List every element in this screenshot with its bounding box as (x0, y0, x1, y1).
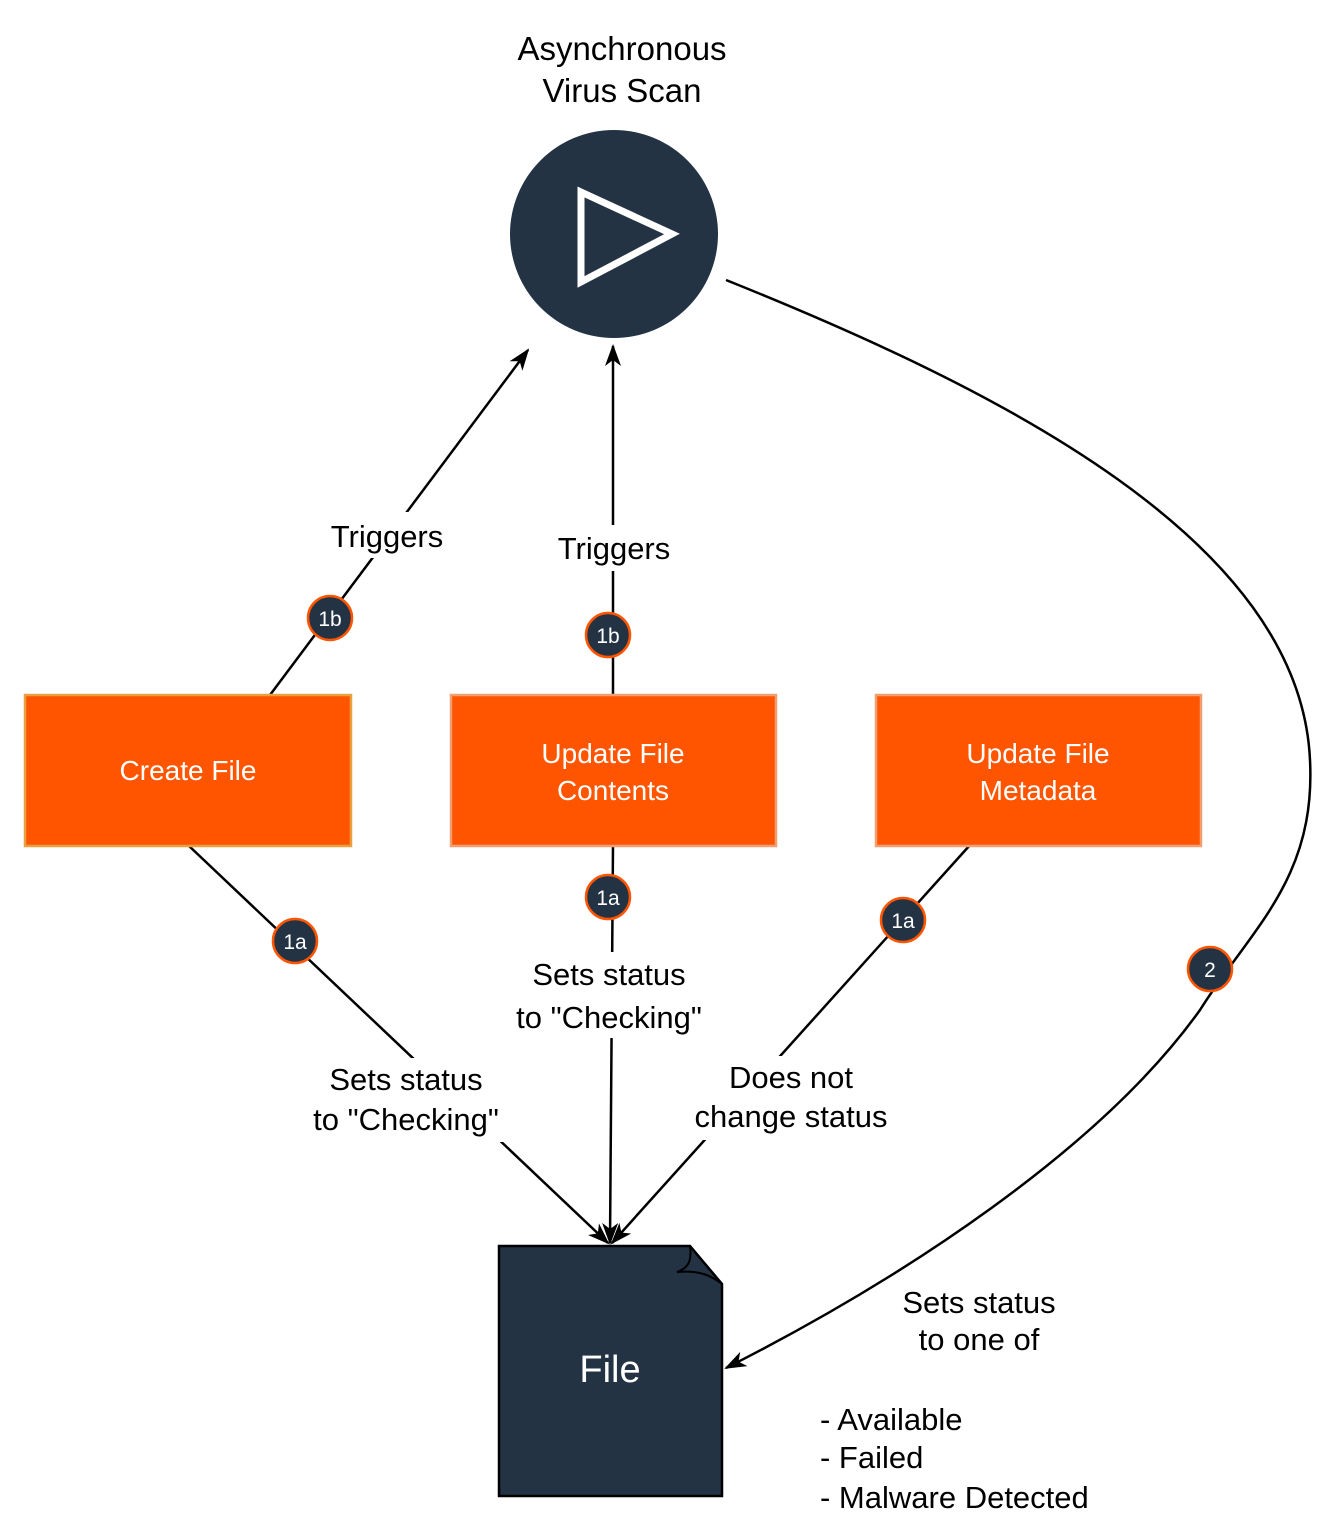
badge-update-trigger: 1b (584, 611, 632, 659)
play-icon (577, 186, 680, 288)
update-metadata-label-2: Metadata (980, 775, 1097, 806)
svg-text:1b: 1b (318, 608, 341, 631)
create-file-label: Create File (120, 755, 257, 786)
edge-create-sets-status (187, 844, 610, 1245)
svg-text:1b: 1b (596, 625, 619, 648)
label-result-1: Sets status (902, 1285, 1055, 1320)
svg-text:2: 2 (1204, 959, 1216, 982)
label-result-2: to one of (919, 1322, 1040, 1357)
file-document-icon (497, 1244, 724, 1498)
label-sets-status-mid-1: Sets status (532, 957, 685, 992)
label-no-change-2: change status (694, 1099, 887, 1134)
svg-text:1a: 1a (596, 887, 620, 910)
svg-text:1a: 1a (283, 931, 307, 954)
edge-scan-sets-result (724, 278, 1312, 1370)
badge-update-status: 1a (584, 873, 632, 921)
update-metadata-label-1: Update File (966, 738, 1109, 769)
file-node: File (497, 1244, 724, 1498)
label-sets-status-left-1: Sets status (329, 1062, 482, 1097)
scan-title-line2: Virus Scan (543, 72, 702, 109)
update-contents-label-1: Update File (541, 738, 684, 769)
file-page-curl (676, 1245, 723, 1285)
label-no-change-1: Does not (729, 1060, 853, 1095)
label-sets-status-mid-2: to "Checking" (516, 1000, 702, 1035)
badge-create-trigger: 1b (306, 594, 354, 642)
scan-circle (510, 130, 718, 338)
status-option-malware: - Malware Detected (820, 1480, 1089, 1515)
create-file-box: Create File (23, 693, 353, 848)
label-triggers-left: Triggers (331, 519, 444, 554)
file-label: File (579, 1349, 640, 1391)
status-option-available: - Available (820, 1402, 962, 1437)
badge-result: 2 (1186, 945, 1234, 993)
badge-metadata-status: 1a (879, 896, 927, 944)
badge-create-status: 1a (271, 917, 319, 965)
status-option-failed: - Failed (820, 1440, 923, 1475)
scan-title-line1: Asynchronous (517, 30, 726, 67)
update-contents-label-2: Contents (557, 775, 669, 806)
svg-text:1a: 1a (891, 910, 915, 933)
update-contents-box: Update File Contents (449, 693, 778, 848)
label-sets-status-left-2: to "Checking" (313, 1102, 499, 1137)
update-metadata-box: Update File Metadata (874, 693, 1203, 848)
virus-scan-node (510, 130, 718, 338)
label-triggers-mid: Triggers (558, 531, 671, 566)
